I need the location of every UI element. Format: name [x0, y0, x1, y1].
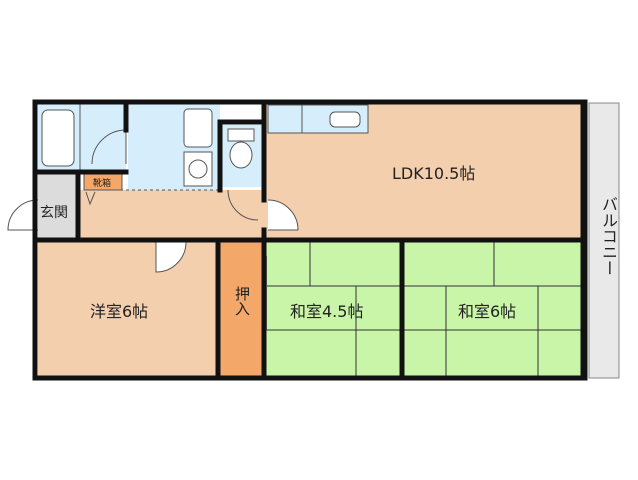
japanese-room-a-label: 和室4.5帖 [290, 302, 364, 321]
bath-door-icon [91, 129, 127, 165]
balcony-area [588, 102, 620, 379]
hall-door-icon [267, 199, 299, 231]
washbasin-icon [183, 108, 213, 148]
entrance-floor [38, 174, 78, 238]
japanese-room-b-floor [404, 242, 582, 376]
western-room-label: 洋室6帖 [90, 302, 149, 321]
toilet-tank-icon [227, 128, 255, 142]
japanese-room-a-floor [266, 242, 400, 376]
shoe-box-label: 靴箱 [93, 179, 112, 189]
toilet-door-icon [227, 189, 259, 221]
hallway-floor [80, 190, 265, 240]
japanese-room-b-label: 和室6帖 [458, 302, 517, 321]
ldk-label: LDK10.5帖 [392, 164, 476, 183]
balcony-label: バルコニー [599, 196, 618, 276]
kitchen-sink-icon [329, 111, 361, 128]
western-door-icon [155, 241, 187, 273]
entrance-door-icon [7, 199, 39, 231]
closet-floor [220, 242, 264, 376]
western-room-floor [38, 242, 218, 376]
closet-label: 押入 [233, 286, 251, 316]
entrance-label: 玄関 [40, 205, 68, 221]
toilet-icon [229, 141, 253, 169]
shoe-box-door-icon [85, 191, 96, 206]
bathtub-icon [41, 109, 75, 167]
